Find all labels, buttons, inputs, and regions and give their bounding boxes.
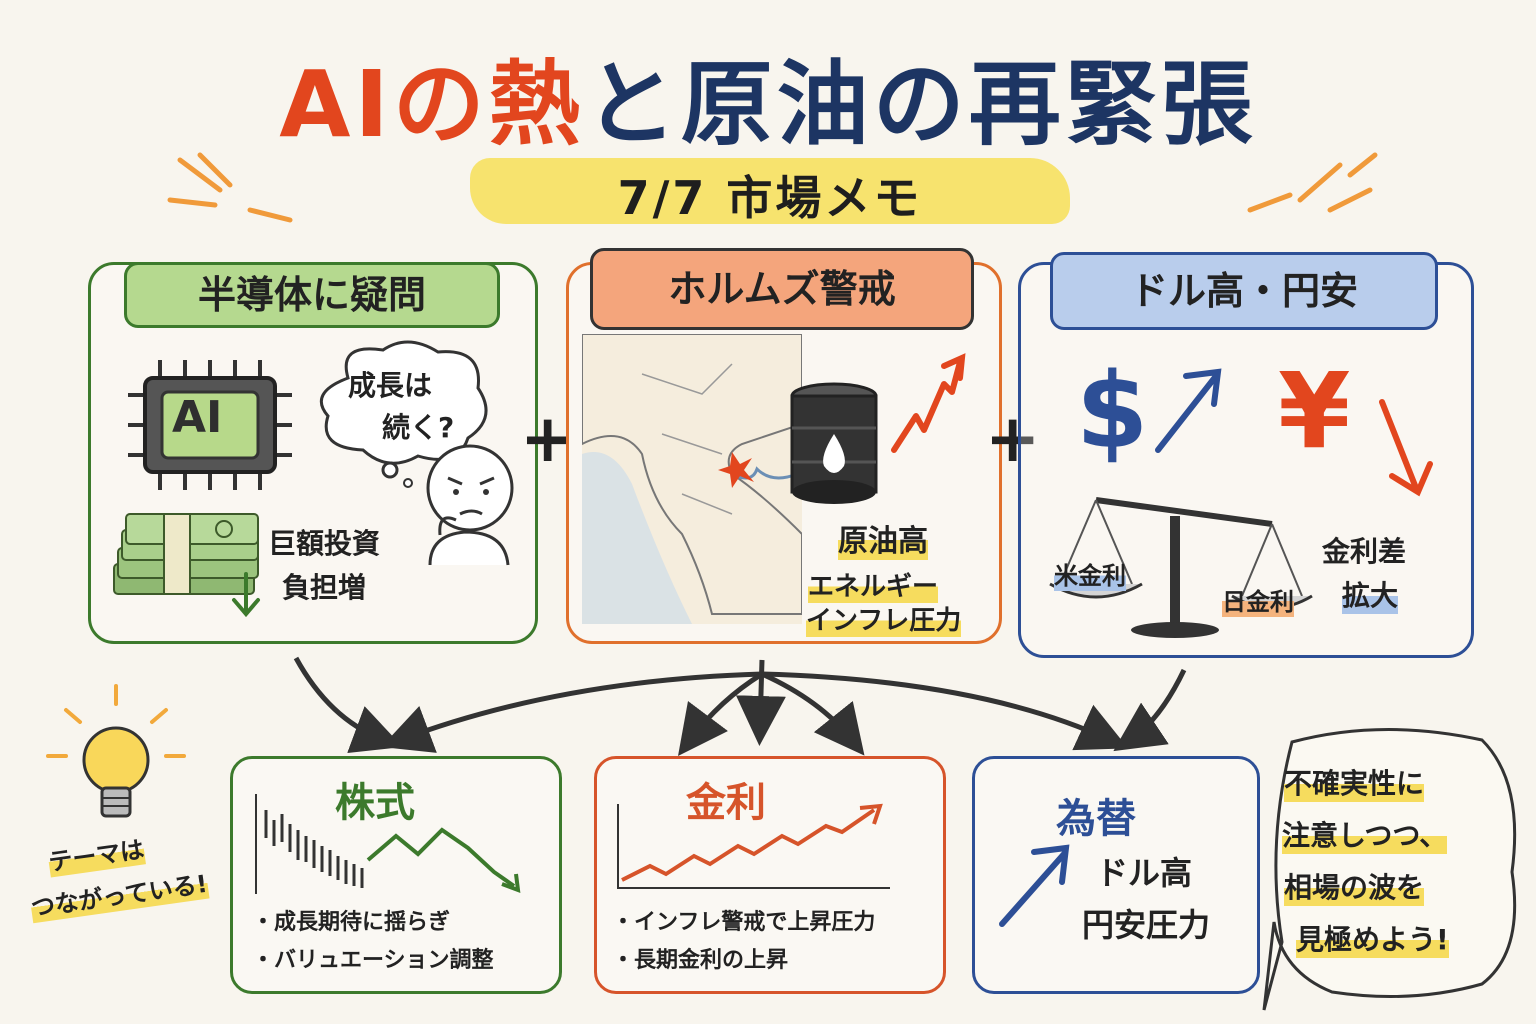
title-part-ai: AIの熱 [279,51,585,158]
crude-high-label: 原油高 [838,516,928,560]
spark-decoration-right [1247,152,1378,213]
panel-hormuz-header: ホルムズ警戒 [590,248,974,330]
side-note-right-line-4: 見極めよう! [1296,918,1449,958]
side-note-right-line-2: 注意しつつ、 [1282,814,1448,854]
plus-operator-2: + [985,400,1041,477]
thought-line-2: 続く? [382,411,455,444]
rates-bullet-1: ・インフレ警戒で上昇圧力 [612,910,876,935]
money-stack-icon [113,513,259,595]
stocks-bullet-2: ・バリュエーション調整 [252,948,494,973]
panel-semiconductors-header: 半導体に疑問 [124,262,500,328]
page-title: AIの熱と原油の再緊張 [0,30,1536,163]
rates-bullet-2: ・長期金利の上昇 [612,948,789,973]
rising-price-arrow-icon [891,353,966,453]
yen-down-arrow-icon [1379,399,1433,497]
outcome-rates-box [594,756,946,994]
ai-chip-label: AI [172,392,223,443]
dollar-up-arrow-icon [1155,368,1222,453]
us-rate-label: 米金利 [1054,556,1126,591]
outcome-stocks-title: 株式 [335,780,415,826]
yen-sign-icon: ¥ [1278,350,1351,472]
subtitle-highlight [470,158,1070,224]
panel-fx-header: ドル高・円安 [1050,252,1438,330]
outcome-rates-title: 金利 [686,780,766,826]
title-part-oil: 原油の再緊張 [680,51,1257,158]
fx-up-arrow-icon [999,844,1070,927]
outcome-fx-box [972,756,1260,994]
thinking-person-icon [426,444,514,566]
fx-line-1: ドル高 [1096,854,1193,892]
outcome-fx-title: 為替 [1056,796,1136,842]
title-part-and: と [584,51,681,158]
down-arrow-icon [232,572,260,618]
outcome-stocks-box [230,756,562,994]
jp-rate-label: 日金利 [1222,582,1294,617]
flow-arrows [293,656,1187,756]
middle-east-map-icon [582,334,802,624]
dollar-sign-icon: $ [1076,350,1149,472]
thought-line-1: 成長は [348,369,433,402]
stocks-bullet-1: ・成長期待に揺らぎ [252,910,451,935]
lightbulb-icon [46,684,186,818]
ai-chip-icon [128,360,292,490]
side-note-right-line-1: 不確実性に [1284,762,1425,802]
spread-line-2: 拡大 [1342,574,1399,614]
stock-decline-chart-icon [255,794,521,894]
hormuz-note-line-1: エネルギー [808,566,939,603]
fx-line-2: 円安圧力 [1082,906,1211,944]
thought-bubble [319,340,488,488]
oil-barrel-icon [790,382,878,504]
semis-note-line-1: 巨額投資 [268,527,381,560]
hormuz-note-line-2: インフレ圧力 [806,600,962,637]
subtitle: 7/7 市場メモ [617,171,923,225]
side-note-right-line-3: 相場の波を [1284,866,1425,906]
spark-decoration-left [167,152,293,223]
spread-line-1: 金利差 [1322,535,1407,568]
semis-note-line-2: 負担増 [282,571,367,604]
rising-rates-chart-icon [617,803,890,889]
side-note-left-line-1: テーマは [46,829,146,878]
